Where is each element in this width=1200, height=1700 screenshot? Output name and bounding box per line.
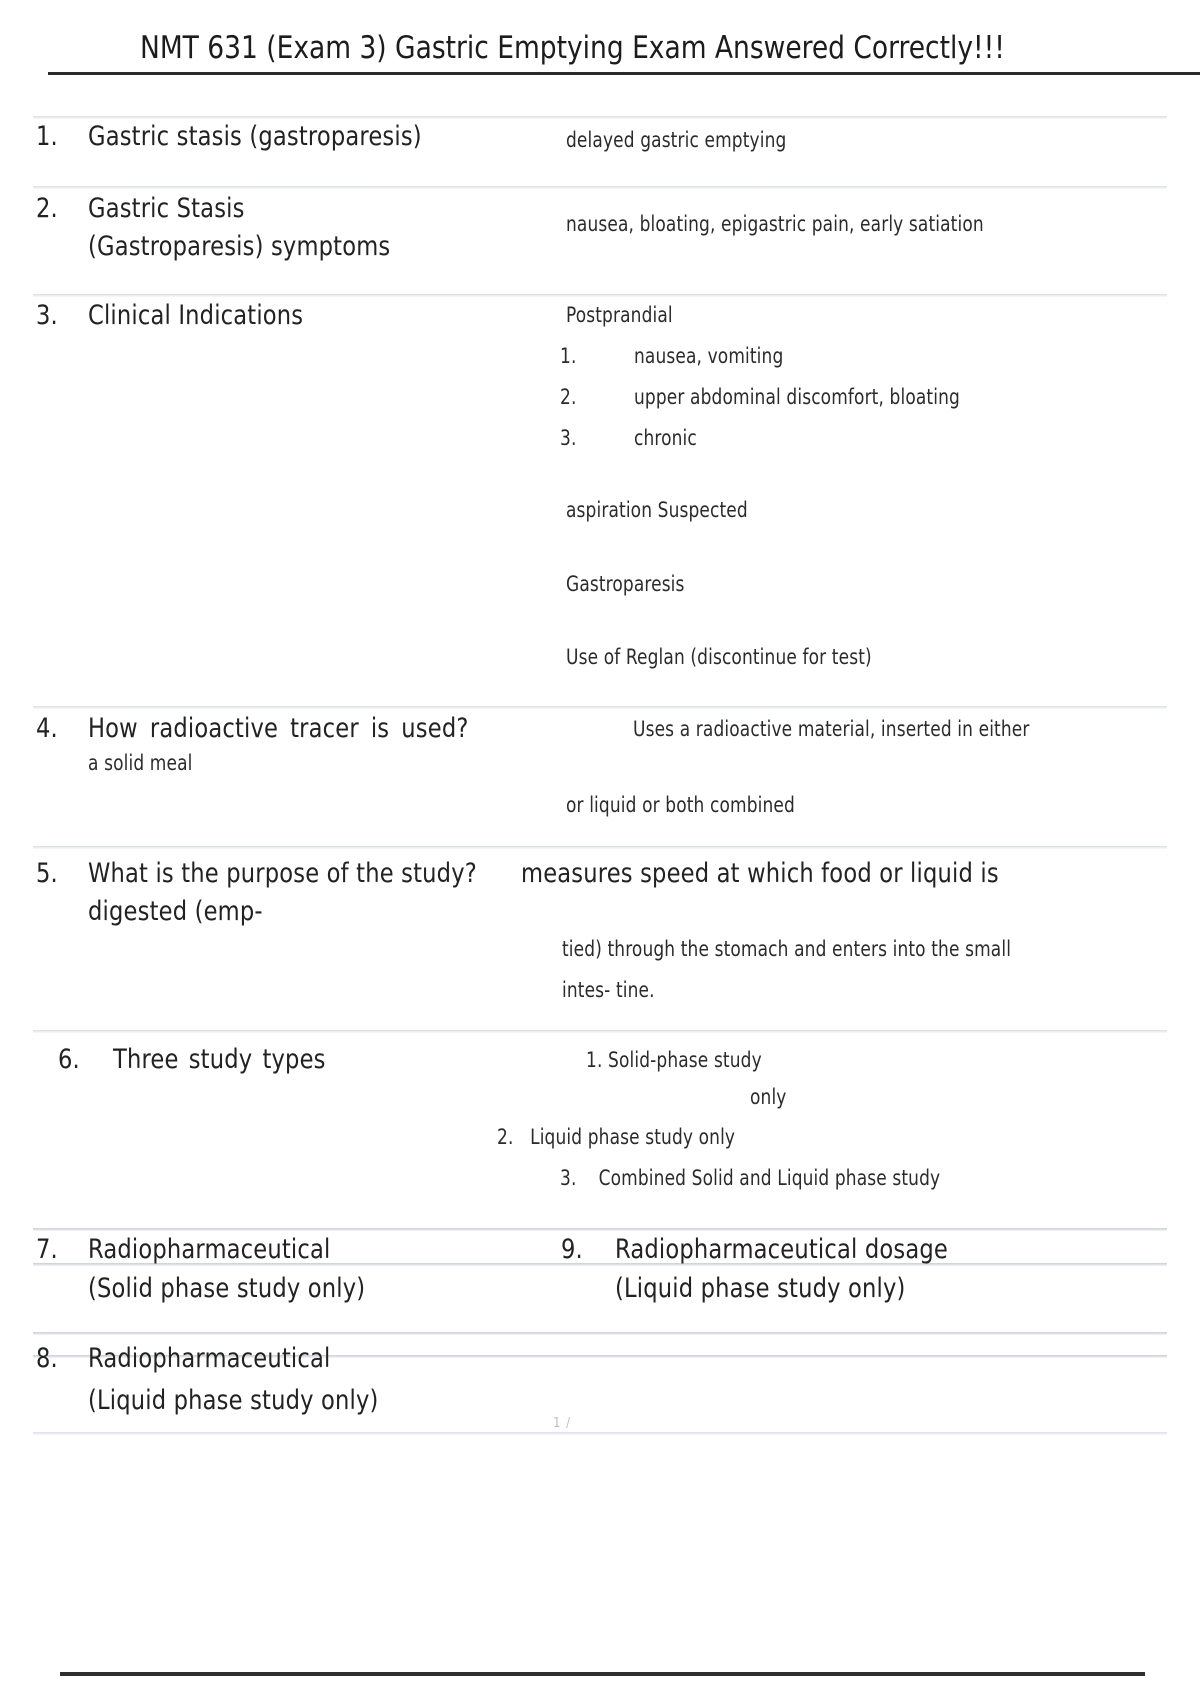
row-3-answer-item-1-number: 1. [560, 344, 577, 368]
row-2-answer: nausea, bloating, epigastric pain, early… [566, 212, 984, 236]
row-6-answer-line-1: 1. Solid-phase study [586, 1048, 762, 1072]
row-separator [33, 294, 1167, 297]
row-3-answer-item-2-text: upper abdominal discomfort, bloating [634, 385, 960, 409]
row-6-answer-line-3: 2. Liquid phase study only [497, 1125, 736, 1149]
row-separator [33, 186, 1167, 189]
row-7-question-line-1: Radiopharmaceutical [88, 1234, 331, 1265]
row-separator [33, 1228, 1167, 1231]
row-1-question: Gastric stasis (gastroparesis) [88, 121, 422, 152]
row-9-question-line-1: Radiopharmaceutical dosage [615, 1234, 948, 1265]
row-3-answer-item-3-text: chronic [634, 426, 697, 450]
row-1-answer: delayed gastric emptying [566, 128, 787, 152]
row-3-answer-heading: Postprandial [566, 303, 673, 327]
row-2-question-line-2: (Gastroparesis) symptoms [88, 231, 391, 262]
page-title: NMT 631 (Exam 3) Gastric Emptying Exam A… [140, 30, 1005, 66]
row-9-question-line-2: (Liquid phase study only) [615, 1273, 906, 1304]
row-separator [33, 116, 1167, 119]
footer-separator [33, 1432, 1167, 1435]
row-2-number: 2. [36, 193, 58, 224]
row-4-question: How radioactive tracer is used? [88, 713, 469, 744]
row-3-answer-item-1-text: nausea, vomiting [634, 344, 784, 368]
row-1-number: 1. [36, 121, 58, 152]
row-7-question-line-2: (Solid phase study only) [88, 1273, 366, 1304]
row-7-number: 7. [36, 1234, 58, 1265]
row-separator [33, 706, 1167, 709]
row-6-answer-line-4: 3. Combined Solid and Liquid phase study [560, 1166, 941, 1190]
row-separator [33, 846, 1167, 849]
row-3-question: Clinical Indications [88, 300, 304, 331]
row-separator [33, 1332, 1167, 1335]
strikethrough-line [33, 1355, 1167, 1358]
row-5-answer-continuation-1: tied) through the stomach and enters int… [562, 937, 1012, 961]
row-separator [33, 1030, 1167, 1033]
document-header: NMT 631 (Exam 3) Gastric Emptying Exam A… [0, 26, 1200, 76]
page-number-marker: 1 / [553, 1416, 572, 1431]
row-4-number: 4. [36, 713, 58, 744]
row-5-question-continuation: digested (emp- [88, 896, 263, 927]
row-5-question: What is the purpose of the study? [88, 858, 477, 889]
row-6-question: Three study types [113, 1044, 326, 1075]
strikethrough-line [33, 1263, 1167, 1266]
row-3-answer-item-3-number: 3. [560, 426, 577, 450]
bottom-horizontal-rule [60, 1672, 1145, 1676]
row-6-answer-line-2: only [750, 1085, 787, 1109]
row-3-answer-item-2-number: 2. [560, 385, 577, 409]
row-3-answer-extra-3: Use of Reglan (discontinue for test) [566, 645, 872, 669]
row-8-number: 8. [36, 1343, 58, 1374]
row-8-question-line-2: (Liquid phase study only) [88, 1385, 379, 1416]
row-4-question-continuation: a solid meal [88, 751, 193, 775]
title-horizontal-rule [48, 72, 1200, 75]
row-6-number: 6. [58, 1044, 80, 1075]
row-4-answer-continuation: or liquid or both combined [566, 793, 795, 817]
row-9-number: 9. [561, 1234, 583, 1265]
row-3-number: 3. [36, 300, 58, 331]
row-5-number: 5. [36, 858, 58, 889]
row-4-answer-lead: Uses a radioactive material, inserted in… [633, 717, 1030, 741]
row-5-answer-lead: measures speed at which food or liquid i… [521, 858, 999, 889]
row-3-answer-extra-2: Gastroparesis [566, 572, 685, 596]
row-3-answer-extra-1: aspiration Suspected [566, 498, 748, 522]
row-5-answer-continuation-2: intes- tine. [562, 978, 655, 1002]
row-2-question-line-1: Gastric Stasis [88, 193, 245, 224]
row-8-question-line-1: Radiopharmaceutical [88, 1343, 331, 1374]
